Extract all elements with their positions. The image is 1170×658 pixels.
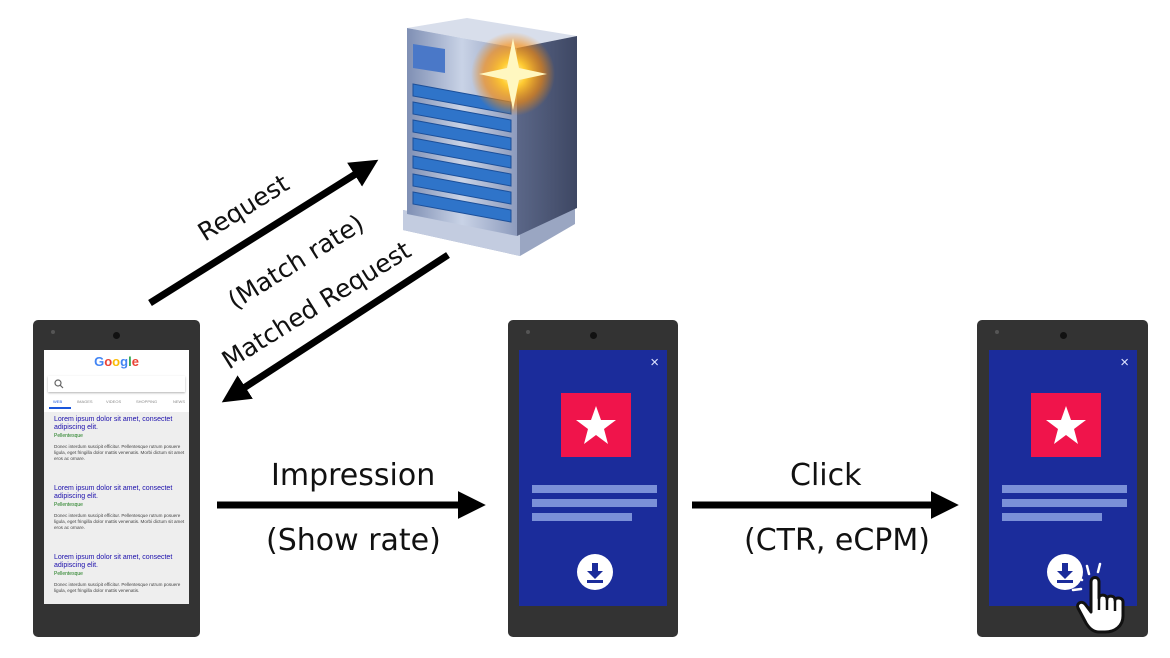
ad-text-line [532, 485, 657, 493]
ad-phone: × [508, 320, 678, 637]
result-source: Pellentesque [54, 571, 83, 577]
phone-camera [590, 332, 597, 339]
result-snippet: Donec interdum suscipit efficitur. Pelle… [54, 444, 185, 461]
click-label: Click [790, 458, 862, 493]
ctr-ecpm-label: (CTR, eCPM) [744, 523, 930, 558]
tab-images[interactable]: IMAGES [77, 399, 93, 404]
results-bg [44, 412, 189, 604]
result-source: Pellentesque [54, 502, 83, 508]
ad-logo [1031, 393, 1101, 457]
search-tabs: WEB IMAGES VIDEOS SHOPPING NEWS [44, 399, 189, 411]
show-rate-label: (Show rate) [266, 523, 441, 558]
result-card[interactable]: Lorem ipsum dolor sit amet, consectet ad… [54, 554, 185, 594]
ad-screen: × [989, 350, 1137, 606]
close-icon[interactable]: × [1120, 354, 1129, 371]
server-icon [403, 18, 577, 256]
download-button[interactable] [577, 554, 613, 590]
tab-videos[interactable]: VIDEOS [106, 399, 122, 404]
phone-camera [1060, 332, 1067, 339]
phone-camera [113, 332, 120, 339]
result-card[interactable]: Lorem ipsum dolor sit amet, consectet ad… [54, 485, 185, 531]
result-title[interactable]: Lorem ipsum dolor sit amet, consectet ad… [54, 485, 173, 500]
phone-sensor [995, 330, 999, 334]
tab-news[interactable]: NEWS [173, 399, 185, 404]
clicked-ad-phone: × [977, 320, 1148, 637]
ad-text-line [1002, 513, 1102, 521]
star-icon [576, 406, 616, 444]
download-icon [1057, 563, 1073, 583]
ad-text-line [1002, 485, 1127, 493]
google-logo: Google [94, 354, 139, 369]
search-screen: Google WEB IMAGES VIDEOS SHOPPING NEWS L… [44, 350, 189, 604]
download-button[interactable] [1047, 554, 1083, 590]
search-bar[interactable] [48, 376, 185, 392]
ad-screen: × [519, 350, 667, 606]
search-phone: Google WEB IMAGES VIDEOS SHOPPING NEWS L… [33, 320, 200, 637]
result-source: Pellentesque [54, 433, 83, 439]
ad-text-line [532, 513, 632, 521]
phone-sensor [526, 330, 530, 334]
phone-sensor [51, 330, 55, 334]
search-icon [54, 379, 64, 389]
result-snippet: Donec interdum suscipit efficitur. Pelle… [54, 513, 185, 530]
hand-tap-icon [1071, 562, 1125, 634]
result-title[interactable]: Lorem ipsum dolor sit amet, consectet ad… [54, 416, 173, 431]
result-card[interactable]: Lorem ipsum dolor sit amet, consectet ad… [54, 416, 185, 462]
matched-request-arrow [221, 252, 450, 403]
result-title[interactable]: Lorem ipsum dolor sit amet, consectet ad… [54, 554, 173, 569]
ad-logo [561, 393, 631, 457]
ad-text-line [532, 499, 657, 507]
request-arrow [148, 159, 379, 306]
ad-text-line [1002, 499, 1127, 507]
star-icon [1046, 406, 1086, 444]
result-snippet: Donec interdum suscipit efficitur. Pelle… [54, 582, 181, 593]
tab-shopping[interactable]: SHOPPING [136, 399, 158, 404]
tab-underline [49, 407, 71, 409]
impression-label: Impression [271, 458, 436, 493]
close-icon[interactable]: × [650, 354, 659, 371]
download-icon [587, 563, 603, 583]
tab-web[interactable]: WEB [53, 399, 63, 404]
